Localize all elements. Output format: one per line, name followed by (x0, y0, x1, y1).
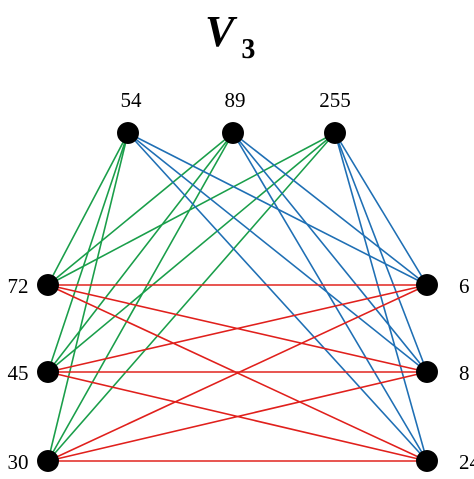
edge-top-0-left-2 (48, 133, 128, 461)
edge-top-0-left-0 (48, 133, 128, 285)
vertex-label-top-2: 255 (319, 88, 351, 112)
vertex-label-right-0: 6 (459, 274, 470, 298)
edge-top-2-left-0 (48, 133, 335, 285)
edge-top-1-right-1 (233, 133, 427, 372)
edge-top-1-right-0 (233, 133, 427, 285)
vertex-label-left-1: 45 (8, 361, 29, 385)
vertex-right-0 (416, 274, 438, 296)
vertex-left-2 (37, 450, 59, 472)
diagram-title: V 3 (205, 7, 255, 65)
vertex-top-2 (324, 122, 346, 144)
edge-layer (48, 133, 427, 461)
title-subscript: 3 (241, 34, 255, 65)
vertex-top-1 (222, 122, 244, 144)
vertex-left-1 (37, 361, 59, 383)
vertex-left-0 (37, 274, 59, 296)
vertex-right-2 (416, 450, 438, 472)
edge-top-0-right-2 (128, 133, 427, 461)
vertex-label-left-2: 30 (8, 450, 29, 474)
edge-top-2-left-1 (48, 133, 335, 372)
vertex-right-1 (416, 361, 438, 383)
edge-top-1-left-2 (48, 133, 233, 461)
edge-top-1-left-0 (48, 133, 233, 285)
vertex-label-right-1: 8 (459, 361, 470, 385)
title-main: V (205, 7, 238, 56)
vertex-label-left-0: 72 (8, 274, 29, 298)
vertex-label-top-0: 54 (121, 88, 143, 112)
vertex-top-0 (117, 122, 139, 144)
vertex-label-top-1: 89 (225, 88, 246, 112)
vertex-label-right-2: 24 (459, 450, 474, 474)
edge-top-2-left-2 (48, 133, 335, 461)
edge-top-2-right-2 (335, 133, 427, 461)
